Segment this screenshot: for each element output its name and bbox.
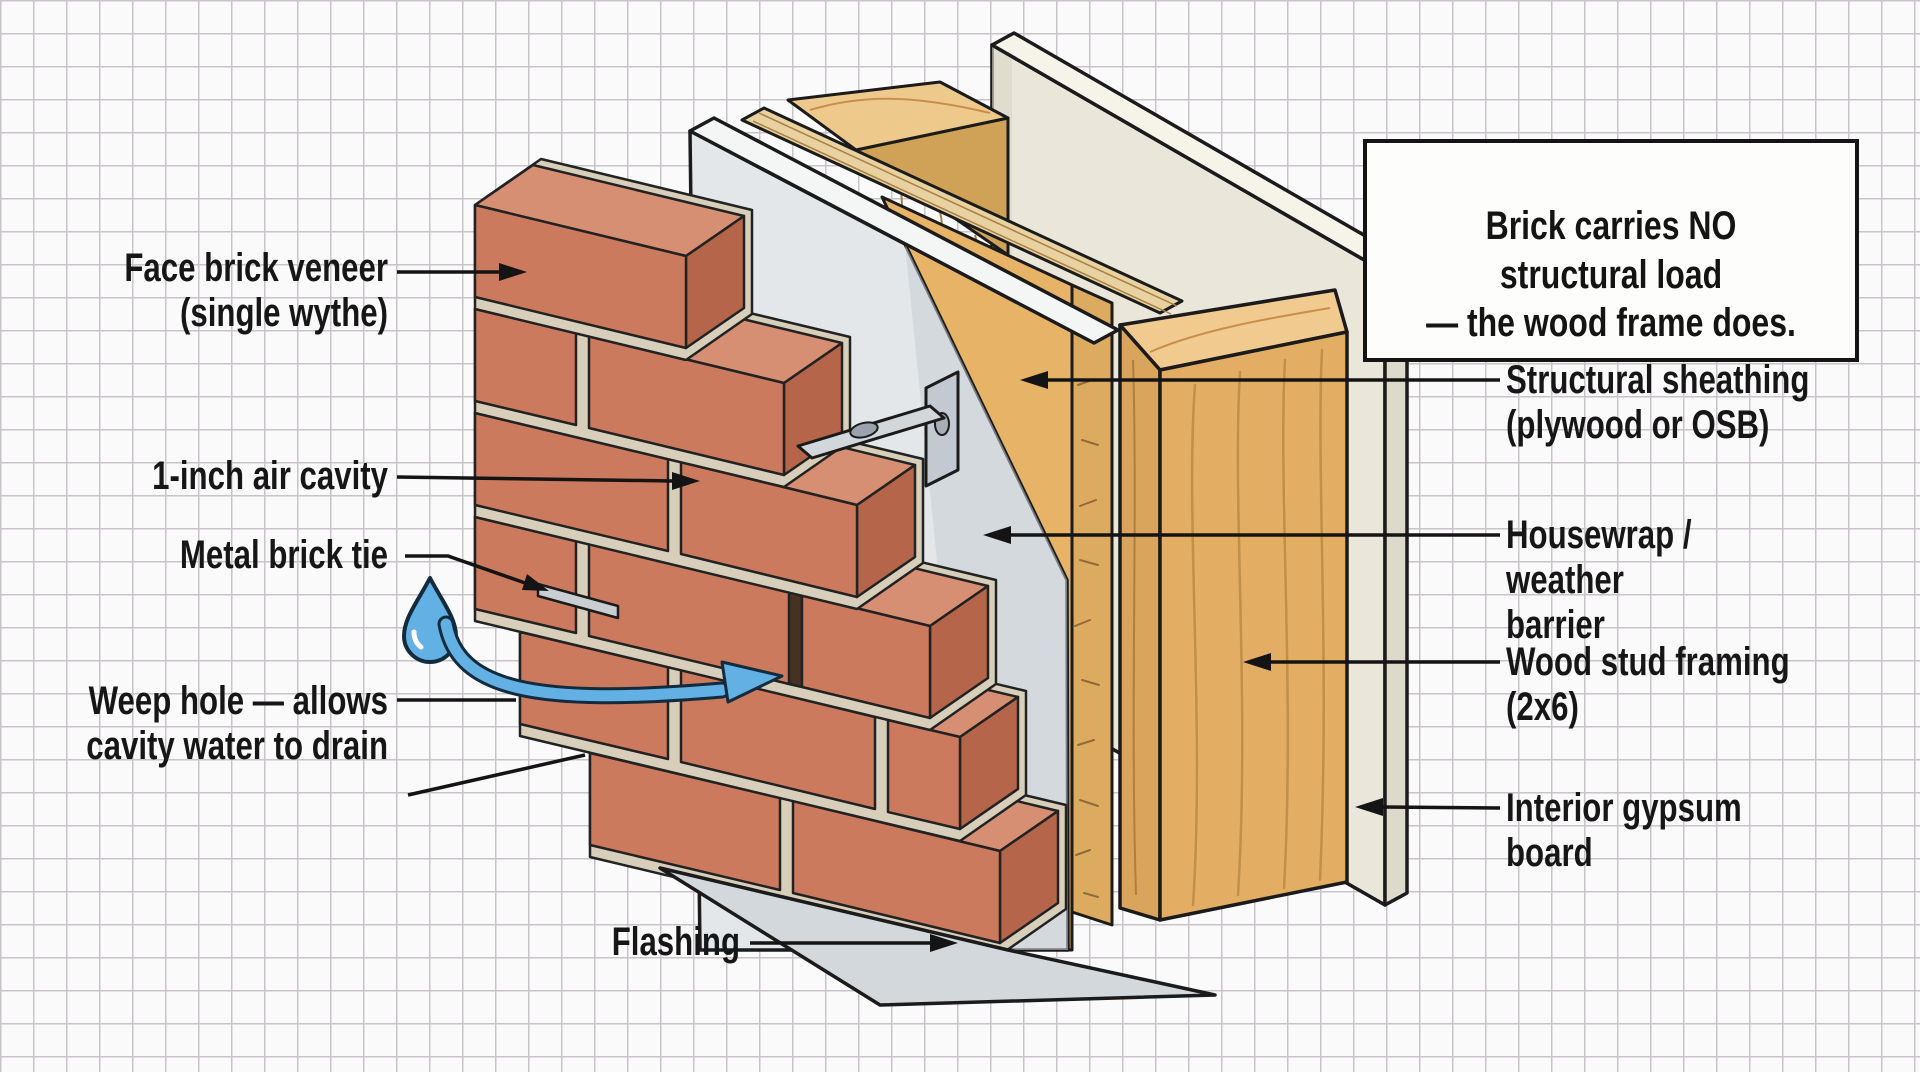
label-interior-gypsum-board: Interior gypsum board [1506,786,1742,876]
label-face-brick-veneer: Face brick veneer (single wythe) [124,246,388,336]
label-housewrap: Housewrap / weather barrier [1506,513,1692,648]
label-structural-sheathing: Structural sheathing (plywood or OSB) [1506,358,1810,448]
structural-note-callout: Brick carries NO structural load — the w… [1363,139,1859,363]
sheathing-top-edge [740,106,1184,315]
leader-lines [396,263,1501,952]
label-air-cavity: 1-inch air cavity [152,454,388,498]
label-flashing: Flashing [611,920,740,964]
brick-veneer-wall [473,157,1068,957]
label-weep-hole: Weep hole — allows cavity water to drain [86,679,388,769]
metal-brick-tie [796,370,960,488]
wood-stud [1118,288,1349,922]
brick-tie-in-joint [536,582,620,620]
label-wood-stud-framing: Wood stud framing (2x6) [1506,640,1790,730]
water-flow-arrow [437,615,784,705]
label-metal-brick-tie: Metal brick tie [179,533,388,577]
osb-edge [1070,283,1114,927]
weep-hole-gap [787,590,804,689]
structural-note-text: Brick carries NO structural load — the w… [1426,203,1796,346]
